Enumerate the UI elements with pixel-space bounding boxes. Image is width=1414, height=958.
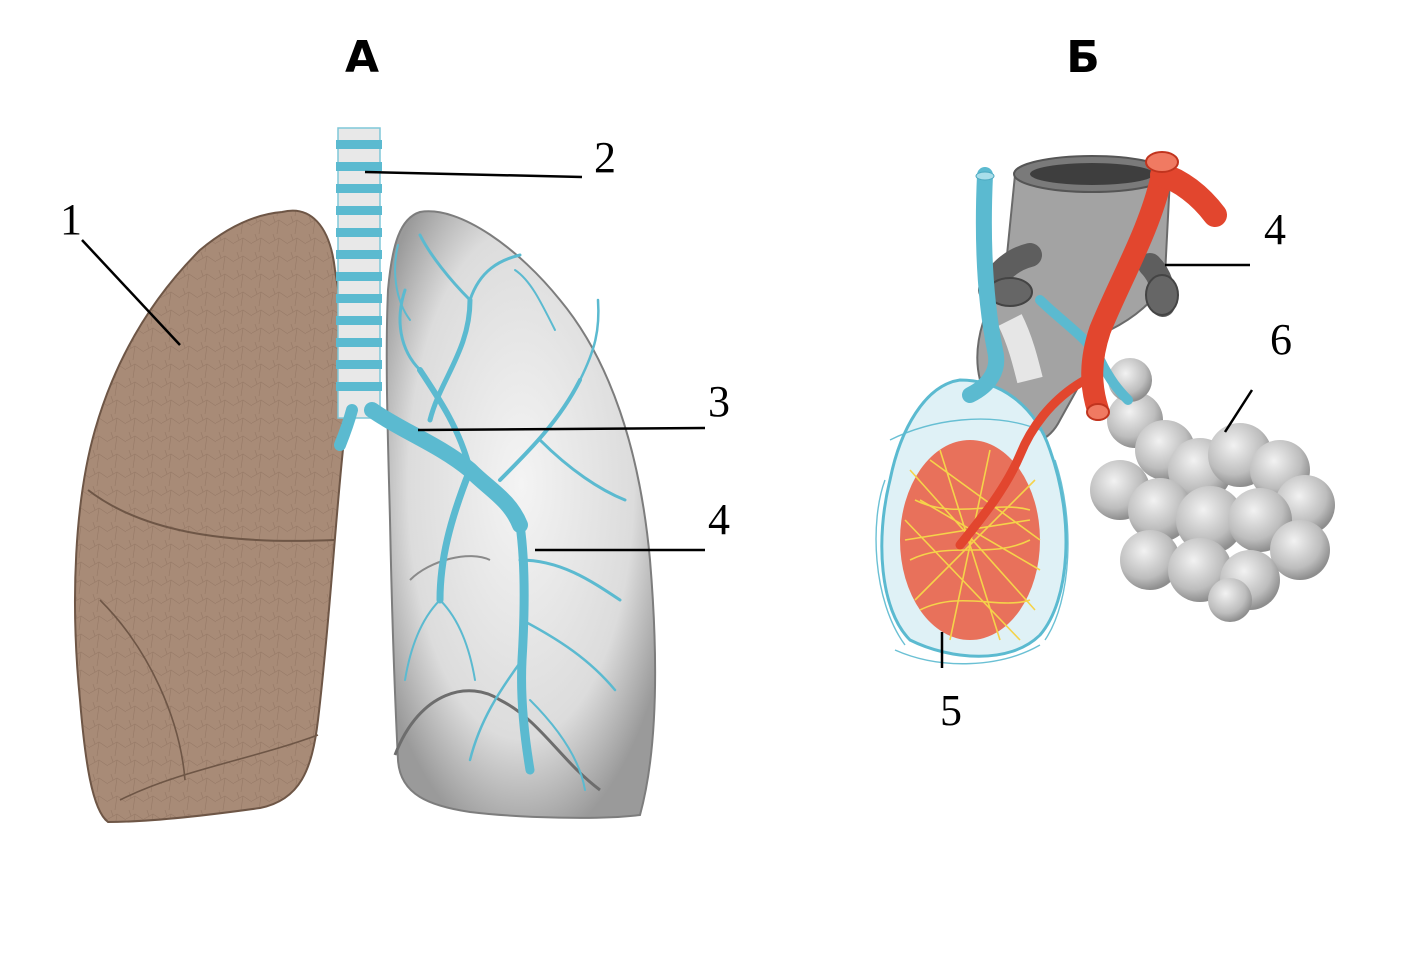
bronchiole [976, 155, 1179, 445]
leader-a2 [364, 170, 583, 179]
panel-b: Б [875, 32, 1335, 735]
callout-a1: 1 [60, 195, 82, 244]
callout-b4: 4 [1264, 205, 1286, 254]
panel-a-title: А [345, 32, 379, 83]
pulmonary-artery [955, 151, 1227, 550]
leader-a3 [417, 426, 706, 432]
panel-b-title: Б [1066, 32, 1100, 83]
alveolar-sacs [1090, 358, 1335, 622]
left-lung-exterior [74, 209, 351, 824]
callout-b5: 5 [940, 686, 962, 735]
trachea [336, 127, 382, 419]
bronchial-tree [334, 233, 627, 791]
leader-a1 [81, 239, 181, 346]
callout-a3: 3 [708, 377, 730, 426]
callout-b6: 6 [1270, 315, 1292, 364]
callout-a4: 4 [708, 495, 730, 544]
callout-a2: 2 [594, 133, 616, 182]
leader-b6 [1223, 389, 1254, 433]
panel-a: А [60, 32, 730, 824]
